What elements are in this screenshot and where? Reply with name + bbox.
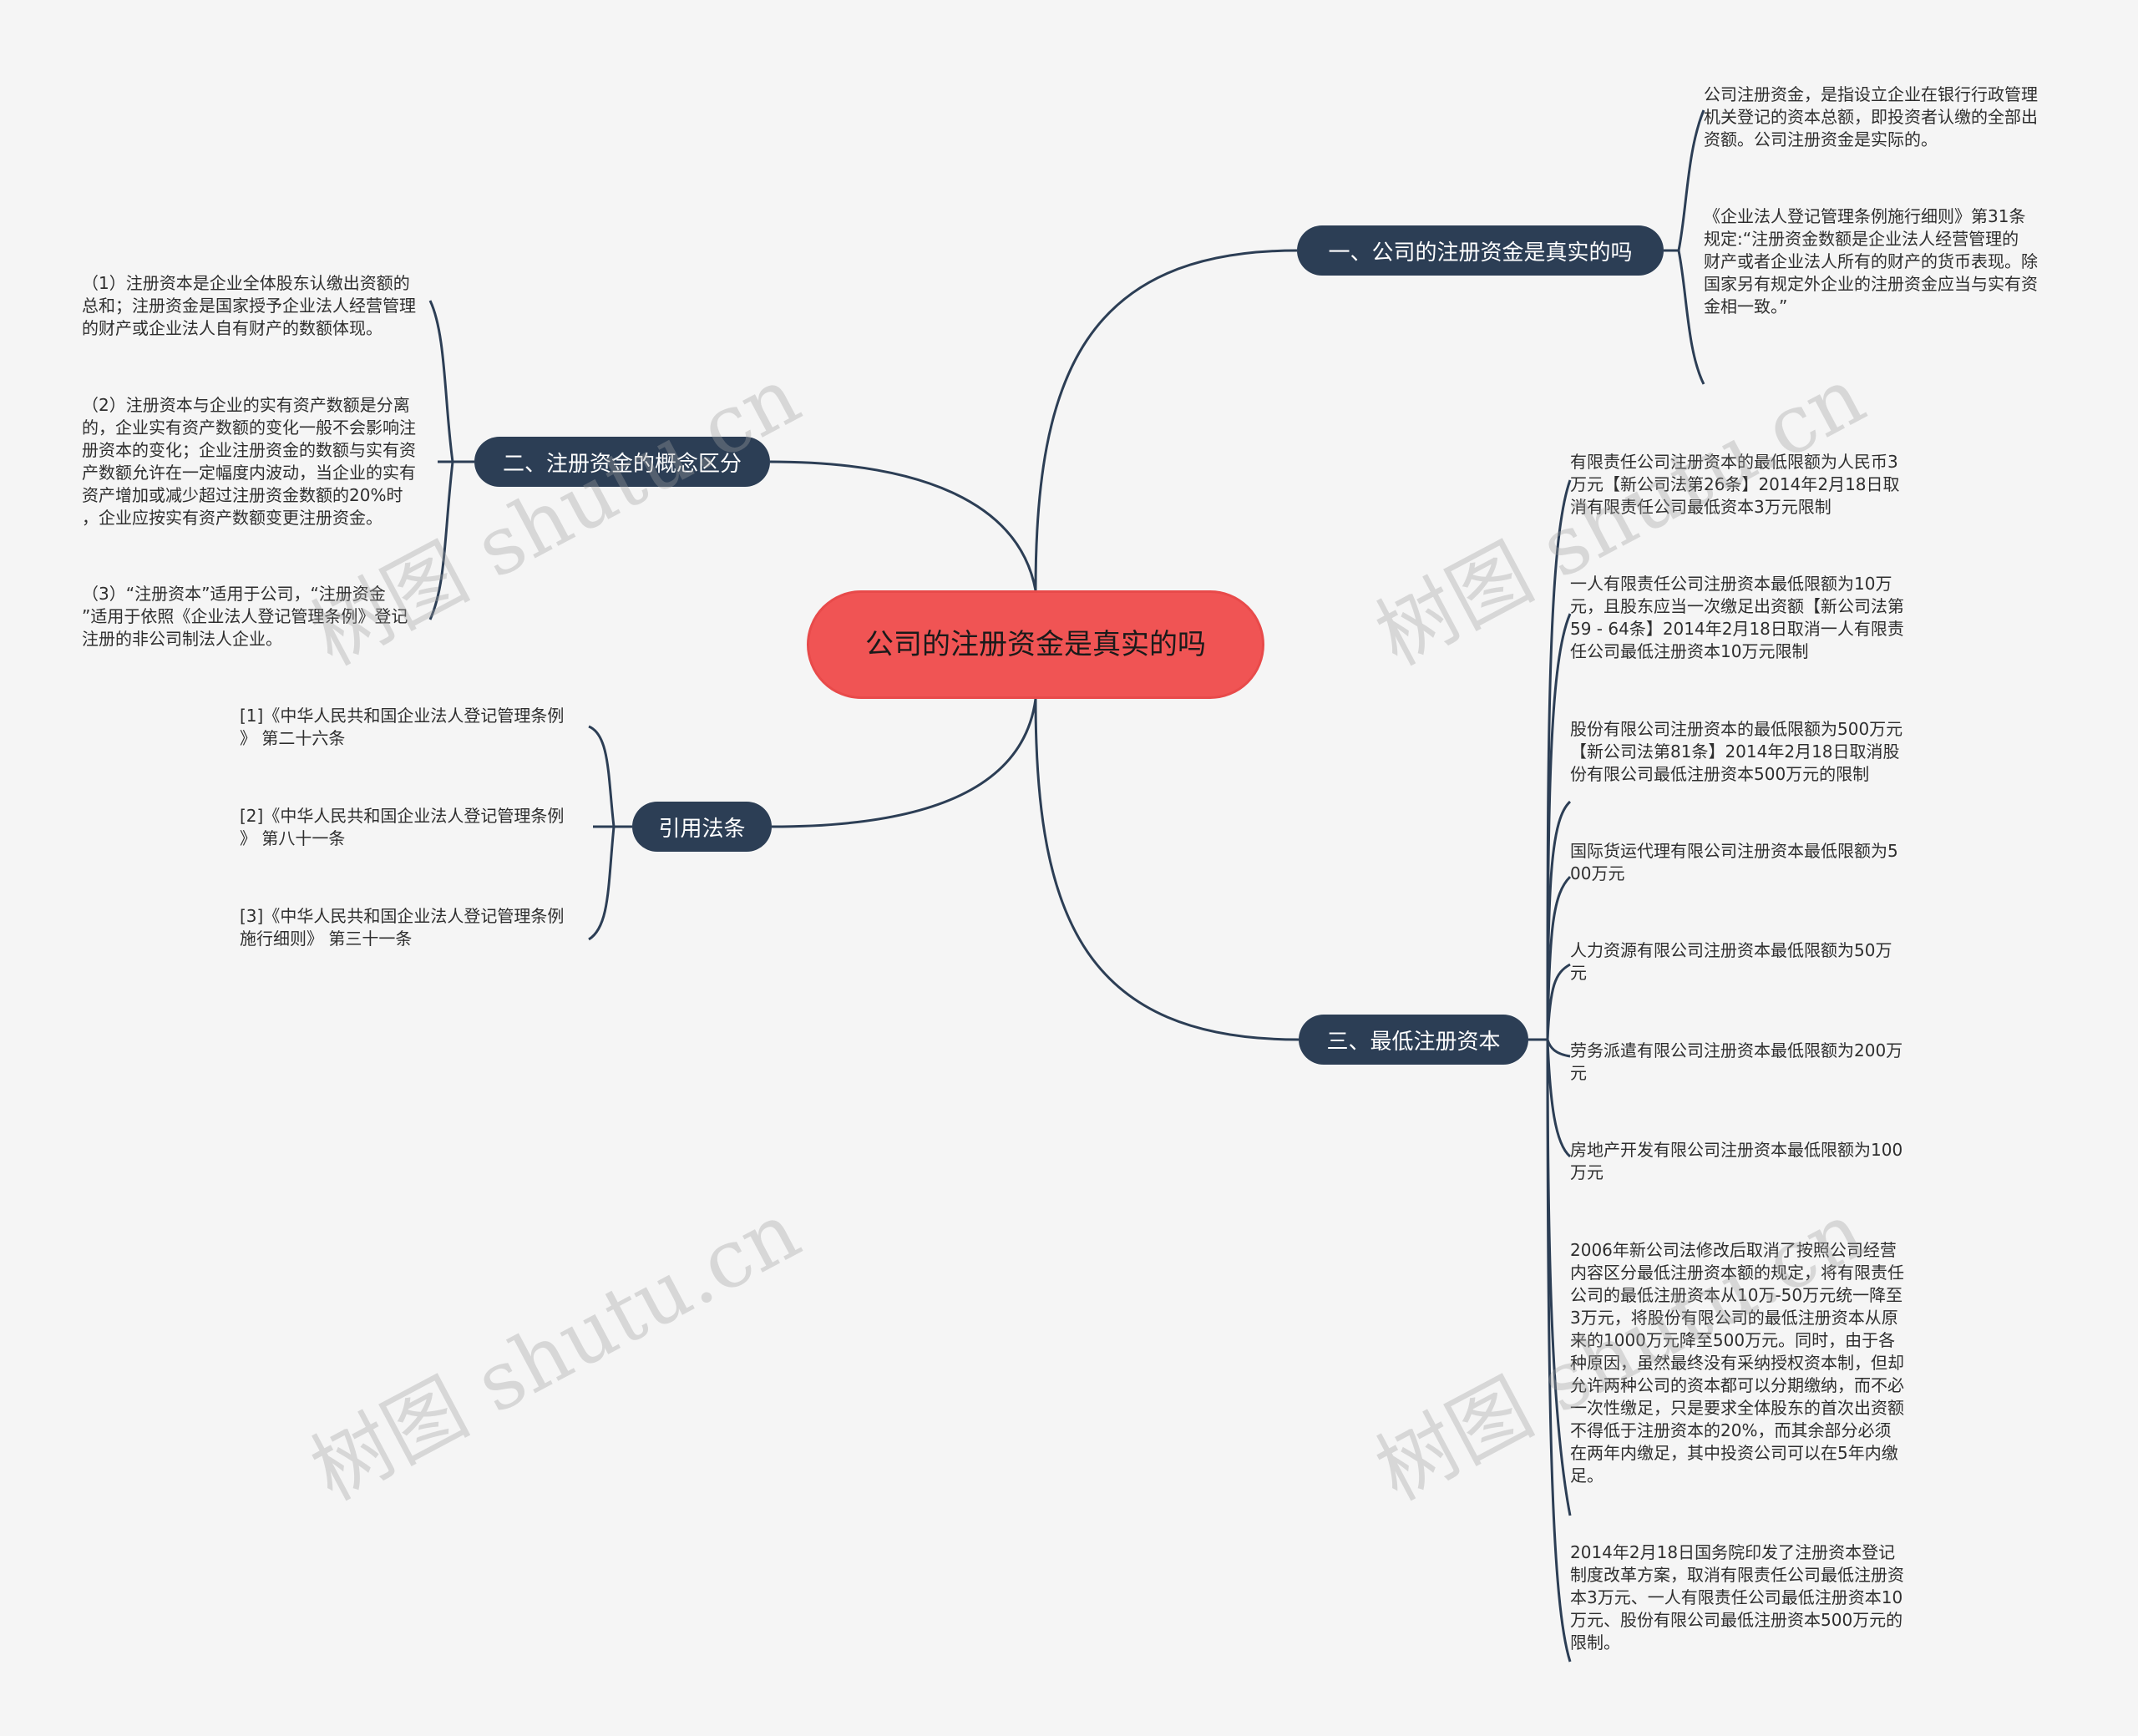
branch-real-capital[interactable]: 一、公司的注册资金是真实的吗 [1297,225,1664,276]
branch-label: 一、公司的注册资金是真实的吗 [1328,240,1633,266]
leaf-b3-3[interactable]: [3]《中华人民共和国企业法人登记管理条例 施行细则》 第三十一条 [240,906,565,949]
link-b4-leaf7 [1546,1039,1572,1158]
leaf-b4-7[interactable]: 房地产开发有限公司注册资本最低限额为100 万元 [1570,1140,1903,1182]
leaf-b3-2[interactable]: [2]《中华人民共和国企业法人登记管理条例 》 第八十一条 [240,806,565,848]
branch-label: 引用法条 [658,816,746,842]
leaf-b4-9[interactable]: 2014年2月18日国务院印发了注册资本登记 制度改革方案，取消有限责任公司最低… [1570,1542,1904,1652]
link-b1-leaf2 [1677,250,1705,385]
link-b4-leaf4 [1546,875,1572,1040]
branch-minimum-capital[interactable]: 三、最低注册资本 [1299,1015,1528,1065]
link-b4-leaf6 [1546,1039,1571,1058]
leaf-b2-1[interactable]: （1）注册资本是企业全体股东认缴出资额的 总和；注册资金是国家授予企业法人经营管… [82,273,416,338]
leaf-b4-5[interactable]: 人力资源有限公司注册资本最低限额为50万 元 [1570,940,1892,983]
branch-concept-distinction[interactable]: 二、注册资金的概念区分 [474,437,770,487]
link-root-b3 [771,698,1037,828]
root-title: 公司的注册资金是真实的吗 [865,628,1206,661]
leaf-b3-1[interactable]: [1]《中华人民共和国企业法人登记管理条例 》 第二十六条 [240,706,565,748]
link-b2-leaf3 [428,461,454,620]
leaf-b1-2[interactable]: 《企业法人登记管理条例施行细则》第31条 规定:“注册资金数额是企业法人经营管理… [1704,206,2038,316]
branch-label: 二、注册资金的概念区分 [502,451,742,477]
leaf-b4-6[interactable]: 劳务派遣有限公司注册资本最低限额为200万 元 [1570,1040,1903,1083]
leaf-b4-8[interactable]: 2006年新公司法修改后取消了按照公司经营 内容区分最低注册资本额的规定，将有限… [1570,1240,1904,1485]
link-root-b4 [1034,698,1300,1041]
link-b4-leaf9 [1546,1039,1572,1663]
branch-cited-laws[interactable]: 引用法条 [632,802,772,852]
leaf-b4-1[interactable]: 有限责任公司注册资本的最低限额为人民币3 万元【新公司法第26条】2014年2月… [1570,452,1900,517]
link-b3-leaf1 [588,725,616,828]
root-node[interactable]: 公司的注册资金是真实的吗 [807,590,1264,699]
leaf-b4-2[interactable]: 一人有限责任公司注册资本最低限额为10万 元，且股东应当一次缴足出资额【新公司法… [1570,574,1904,661]
leaf-b1-1[interactable]: 公司注册资金，是指设立企业在银行行政管理 机关登记的资本总额，即投资者认缴的全部… [1704,84,2038,149]
leaf-b2-2[interactable]: （2）注册资本与企业的实有资产数额是分离 的，企业实有资产数额的变化一般不会影响… [82,395,416,528]
link-b3-leaf3 [588,826,616,941]
link-root-b2 [769,460,1037,591]
link-b4-leaf5 [1546,963,1571,1040]
link-b1-leaf1 [1677,109,1705,251]
link-root-b1 [1034,249,1298,591]
leaf-b4-3[interactable]: 股份有限公司注册资本的最低限额为500万元 【新公司法第81条】2014年2月1… [1570,719,1903,784]
link-b2-leaf1 [428,300,454,463]
branch-label: 三、最低注册资本 [1326,1029,1501,1055]
leaf-b4-4[interactable]: 国际货运代理有限公司注册资本最低限额为5 00万元 [1570,841,1898,883]
leaf-b2-3[interactable]: （3）“注册资本”适用于公司，“注册资金 ”适用于依照《企业法人登记管理条例》登… [82,584,408,649]
